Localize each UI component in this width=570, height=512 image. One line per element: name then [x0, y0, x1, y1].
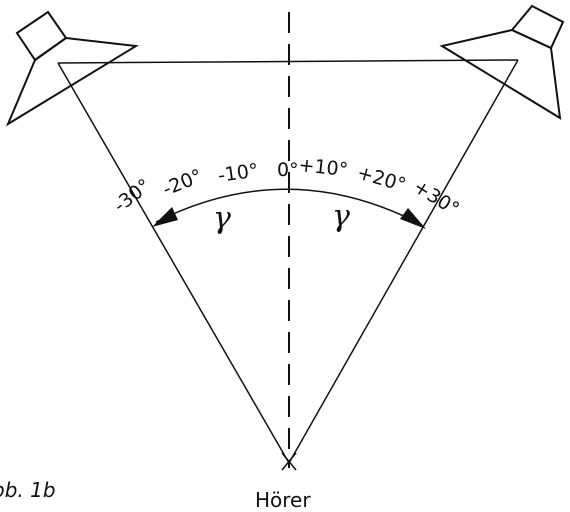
gamma-symbol-right: γ [332, 199, 350, 234]
right-sound-ray [288, 59, 519, 464]
angle-arc [155, 188, 423, 226]
arc-arrowhead-left [152, 207, 178, 227]
tick-label-plus-30: +30° [409, 176, 463, 221]
tick-label-minus-10: -10° [217, 160, 260, 187]
listener-label: Hörer [255, 488, 311, 512]
tick-label-plus-20: +20° [355, 162, 409, 197]
left-sound-ray [57, 62, 290, 464]
tick-label-plus-10: +10° [297, 154, 349, 181]
listener-position-mark [281, 452, 297, 471]
left-loudspeaker-icon [5, 10, 140, 127]
tick-label-minus-20: -20° [160, 165, 206, 201]
figure-label: bb. 1b [0, 478, 56, 502]
arc-arrowhead-right [400, 208, 426, 229]
right-loudspeaker-icon [439, 4, 565, 120]
tick-label-minus-30: -30° [110, 175, 155, 217]
gamma-symbol-left: γ [213, 201, 231, 236]
tick-label-zero: 0° [277, 159, 299, 181]
